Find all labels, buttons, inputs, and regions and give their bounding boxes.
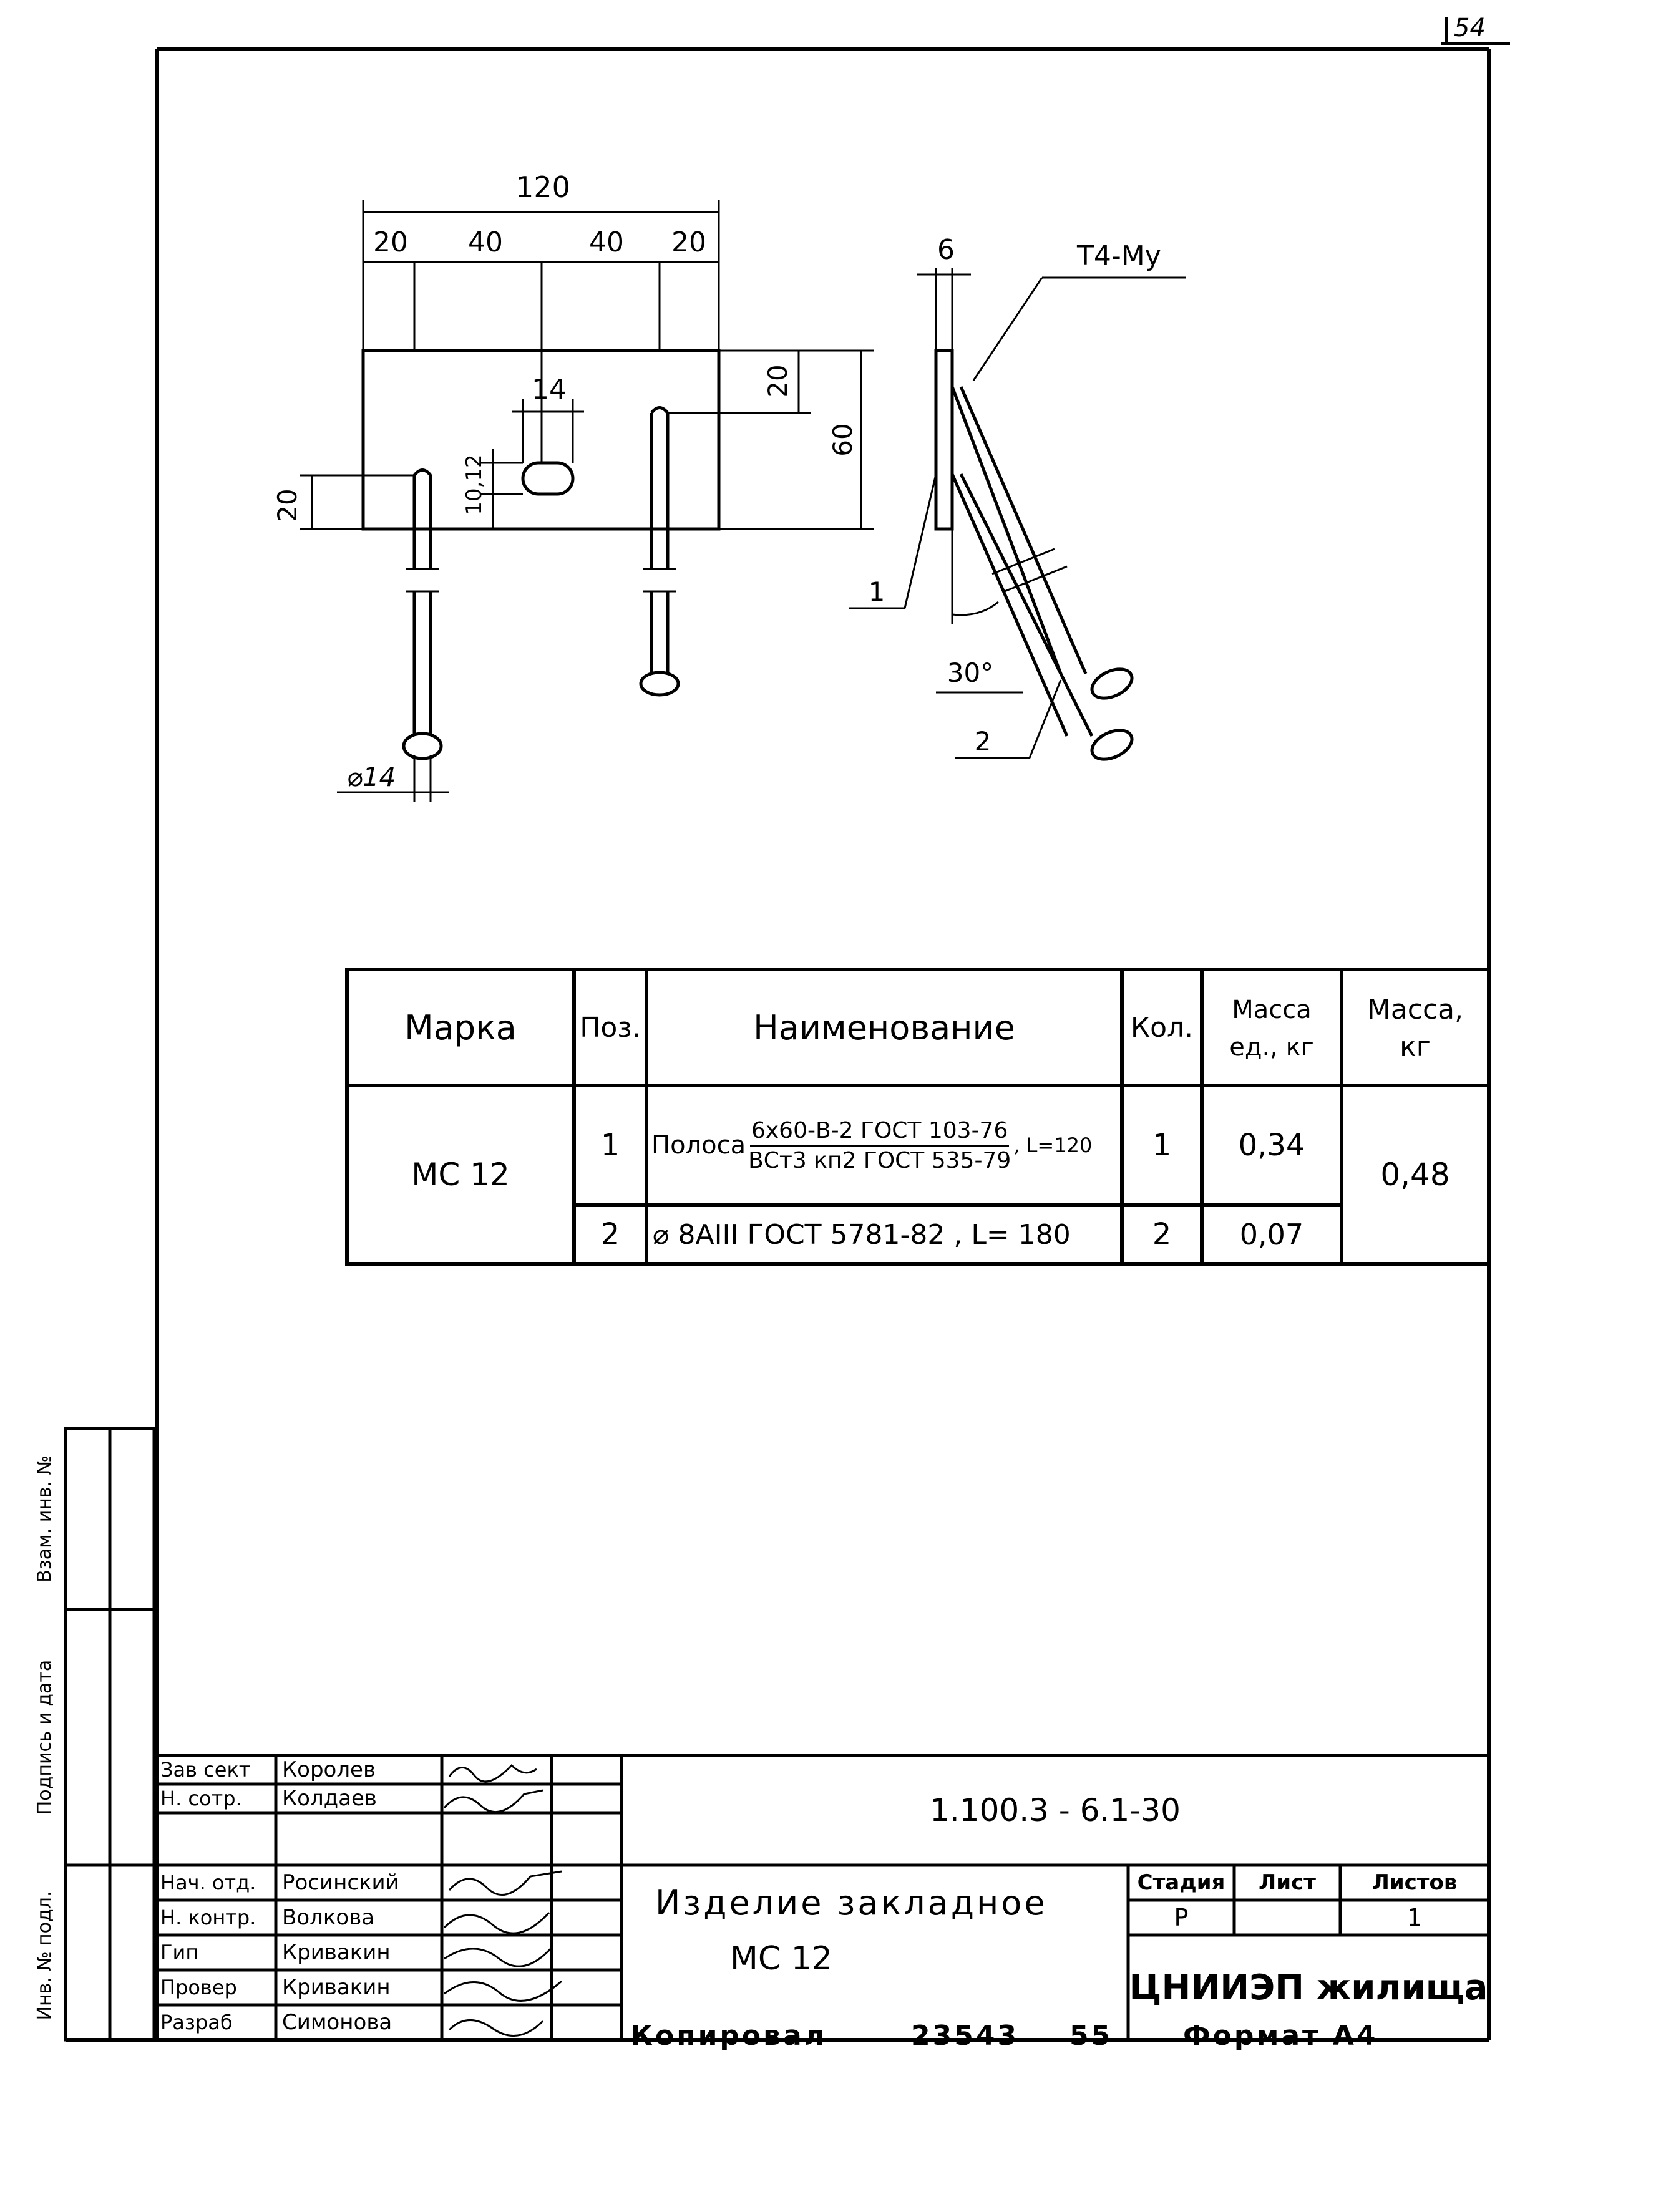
row1-name-fraction: 6х60-В-2 ГОСТ 103-76 ВСт3 кп2 ГОСТ 535-7… bbox=[748, 1118, 1011, 1173]
row2-qty: 2 bbox=[1152, 1217, 1172, 1252]
side-stamp-frame bbox=[64, 1427, 156, 2042]
dim-seg-1: 20 bbox=[373, 226, 408, 258]
row1-qty: 1 bbox=[1152, 1128, 1172, 1163]
side-label-inv-no: Инв. № подл. bbox=[33, 1891, 56, 2020]
row1-name: Полоса 6х60-В-2 ГОСТ 103-76 ВСт3 кп2 ГОС… bbox=[646, 1085, 1122, 1205]
callout-1: 1 bbox=[868, 576, 885, 607]
doc-title: Изделие закладное bbox=[655, 1883, 1048, 1923]
spec-table-grid bbox=[345, 968, 1491, 1266]
tb-role-4: Гип bbox=[160, 1941, 199, 1964]
th-mass-line1: Масса, bbox=[1367, 994, 1464, 1026]
side-label-signature-date: Подпись и дата bbox=[33, 1659, 56, 1815]
footer-format: Формат А4 bbox=[1183, 2020, 1378, 2052]
plan-view bbox=[361, 349, 721, 760]
row1-name-denominator: ВСт3 кп2 ГОСТ 535-79 bbox=[748, 1147, 1011, 1173]
footer-page: 55 bbox=[1069, 2020, 1113, 2052]
row2-unit-mass: 0,07 bbox=[1239, 1218, 1304, 1251]
dim-seg-2: 40 bbox=[468, 226, 503, 258]
tb-name-6: Симонова bbox=[282, 2010, 392, 2035]
sheet-header: Лист bbox=[1259, 1870, 1316, 1895]
tb-name-5: Кривакин bbox=[282, 1975, 391, 2000]
th-unit-mass-line2: ед., кг bbox=[1229, 1033, 1314, 1062]
footer-copied: Копировал bbox=[630, 2020, 827, 2052]
tb-role-5: Провер bbox=[160, 1976, 237, 1999]
dim-angle: 30° bbox=[947, 657, 994, 688]
sheet-number: 54 bbox=[1454, 14, 1486, 42]
dim-bar-diameter: ⌀14 bbox=[346, 761, 396, 792]
cell-mark: МС 12 bbox=[411, 1157, 510, 1193]
row1-name-prefix: Полоса bbox=[651, 1131, 746, 1160]
signatures bbox=[443, 1763, 562, 2037]
doc-code: 1.100.3 - 6.1-30 bbox=[930, 1792, 1181, 1828]
tb-role-0: Зав сект bbox=[160, 1758, 251, 1782]
side-view bbox=[934, 349, 1134, 761]
tb-role-1: Н. сотр. bbox=[160, 1787, 242, 1810]
row1-pos: 1 bbox=[600, 1128, 620, 1163]
tb-name-1: Колдаев bbox=[282, 1786, 377, 1811]
plate-side bbox=[934, 349, 954, 531]
row2-pos: 2 bbox=[600, 1217, 620, 1252]
stage-value: Р bbox=[1174, 1904, 1189, 1931]
tb-name-4: Кривакин bbox=[282, 1940, 391, 1965]
cell-total-mass: 0,48 bbox=[1380, 1157, 1450, 1193]
side-label-replaced-inv: Взам. инв. № bbox=[33, 1455, 56, 1583]
tb-name-0: Королев bbox=[282, 1757, 376, 1782]
right-bar-head bbox=[639, 671, 680, 697]
tb-name-3: Волкова bbox=[282, 1905, 375, 1930]
th-mass-line2: кг bbox=[1400, 1031, 1431, 1063]
row1-unit-mass: 0,34 bbox=[1238, 1128, 1305, 1163]
organization: ЦНИИЭП жилища bbox=[1129, 1967, 1488, 2008]
th-name: Наименование bbox=[753, 1007, 1015, 1047]
tb-name-2: Росинский bbox=[282, 1870, 399, 1895]
dim-seg-4: 20 bbox=[671, 226, 706, 258]
dim-bar-offset: 20 bbox=[271, 488, 303, 522]
row1-name-suffix: , L=120 bbox=[1013, 1133, 1093, 1157]
dim-height: 60 bbox=[827, 423, 858, 457]
row2-name: ⌀ 8АIII ГОСТ 5781-82 , L= 180 bbox=[653, 1218, 1071, 1251]
th-qty: Кол. bbox=[1130, 1011, 1194, 1044]
stage-header: Стадия bbox=[1137, 1870, 1225, 1895]
dim-slot-width: 14 bbox=[532, 373, 567, 405]
dim-plate-thickness: 6 bbox=[937, 233, 955, 266]
sheets-header: Листов bbox=[1371, 1870, 1458, 1895]
th-unit-mass-line1: Масса bbox=[1232, 996, 1312, 1024]
dim-overall: 120 bbox=[515, 170, 570, 204]
th-mark: Марка bbox=[404, 1007, 517, 1047]
footer-number: 23543 bbox=[911, 2020, 1020, 2052]
title-block-grid bbox=[154, 1754, 1489, 2040]
th-mass: Масса, кг bbox=[1342, 982, 1489, 1075]
left-bar-head bbox=[402, 732, 443, 760]
weld-mark: Т4-Му bbox=[1077, 240, 1161, 272]
side-dimensions bbox=[849, 268, 1186, 759]
plan-dimensions bbox=[300, 200, 874, 802]
slot-outline bbox=[521, 461, 575, 496]
tb-role-6: Разраб bbox=[160, 2011, 233, 2034]
sheets-value: 1 bbox=[1406, 1904, 1423, 1931]
doc-title-mark: МС 12 bbox=[730, 1940, 832, 1977]
tb-role-2: Нач. отд. bbox=[160, 1871, 256, 1894]
row1-name-numerator: 6х60-В-2 ГОСТ 103-76 bbox=[749, 1118, 1010, 1147]
sheet-value bbox=[1234, 1900, 1340, 1935]
dim-top-offset: 20 bbox=[762, 364, 793, 398]
dim-slot-height: 10,12 bbox=[462, 454, 487, 515]
th-pos: Поз. bbox=[580, 1011, 641, 1044]
callout-2: 2 bbox=[974, 725, 991, 757]
tb-role-3: Н. контр. bbox=[160, 1906, 256, 1929]
dim-seg-3: 40 bbox=[589, 226, 624, 258]
th-unit-mass: Масса ед., кг bbox=[1202, 982, 1342, 1075]
